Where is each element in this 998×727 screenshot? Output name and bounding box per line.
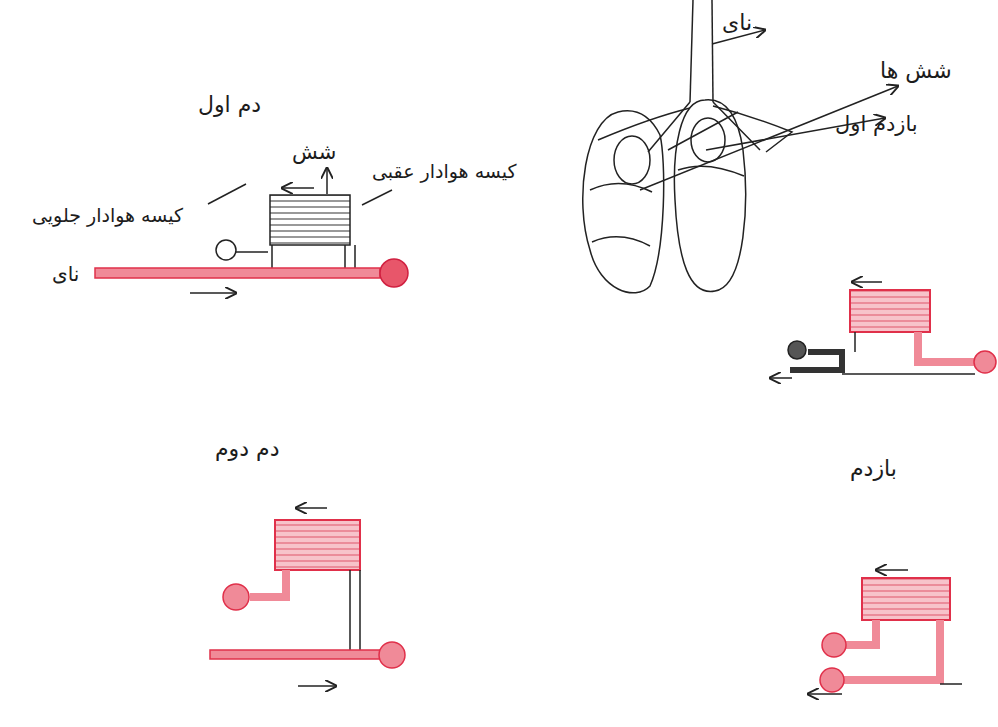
text-label: شش ها (880, 58, 952, 84)
trachea-wall (712, 0, 713, 102)
air-duct (854, 332, 856, 352)
text-label: دم دوم (215, 436, 279, 462)
panel-second-inhale (210, 508, 405, 686)
trachea-tube (940, 683, 962, 685)
cap-outline (598, 106, 792, 152)
text-label: بازدم اول (835, 112, 918, 137)
panel-first-exhale (770, 282, 996, 378)
flow-arrow (282, 187, 314, 189)
panel-exhale (808, 570, 962, 694)
flow-arrow (298, 685, 336, 687)
trachea-tube (95, 268, 380, 278)
posterior-air-sac (380, 259, 408, 287)
text-label: کیسه هوادار جلویی (32, 204, 183, 227)
air-duct (272, 245, 355, 269)
lung-box (850, 290, 930, 332)
trachea-tube (842, 373, 975, 375)
air-duct (236, 251, 268, 253)
text-label: بازدم (850, 456, 897, 482)
leader-line (362, 190, 392, 205)
text-label: کیسه هوادار عقبی (372, 160, 517, 183)
posterior-air-sac (379, 642, 405, 668)
text-label: دم اول (198, 92, 261, 118)
text-label: شش (292, 140, 336, 165)
flow-arrow (190, 292, 236, 294)
flow-arrow (808, 693, 842, 695)
flow-arrow (770, 377, 792, 379)
pointer-arrow (640, 86, 898, 190)
air-duct (846, 620, 876, 645)
text-label: نای (722, 10, 752, 36)
flow-arrow (876, 569, 908, 571)
anterior-air-sac (788, 341, 806, 359)
lung-lobe (691, 118, 725, 162)
anterior-air-sac (216, 240, 236, 260)
panel-first-inhale (95, 168, 408, 293)
lung-lobe (614, 136, 650, 184)
lung-lobe-line (590, 183, 652, 246)
air-duct (350, 570, 360, 650)
bronchus (648, 102, 760, 152)
air-duct (918, 332, 975, 362)
trachea-tube (210, 650, 380, 659)
lung-illustration (583, 0, 898, 293)
flow-arrow (296, 507, 327, 509)
right-lung (674, 100, 745, 292)
flow-arrow (852, 281, 882, 283)
posterior-air-sac (820, 668, 844, 692)
trachea-wall (690, 0, 693, 102)
leader-line (208, 184, 246, 204)
air-duct (250, 570, 286, 597)
anterior-air-sac (223, 584, 249, 610)
air-duct (842, 620, 940, 680)
posterior-air-sac (974, 351, 996, 373)
flow-arrow (326, 168, 328, 194)
left-lung (583, 111, 664, 293)
lung-box (862, 578, 950, 620)
lung-box (270, 195, 350, 245)
air-duct (790, 352, 842, 370)
text-label: نای (52, 262, 79, 286)
lung-box (275, 520, 360, 570)
anterior-air-sac (822, 633, 846, 657)
